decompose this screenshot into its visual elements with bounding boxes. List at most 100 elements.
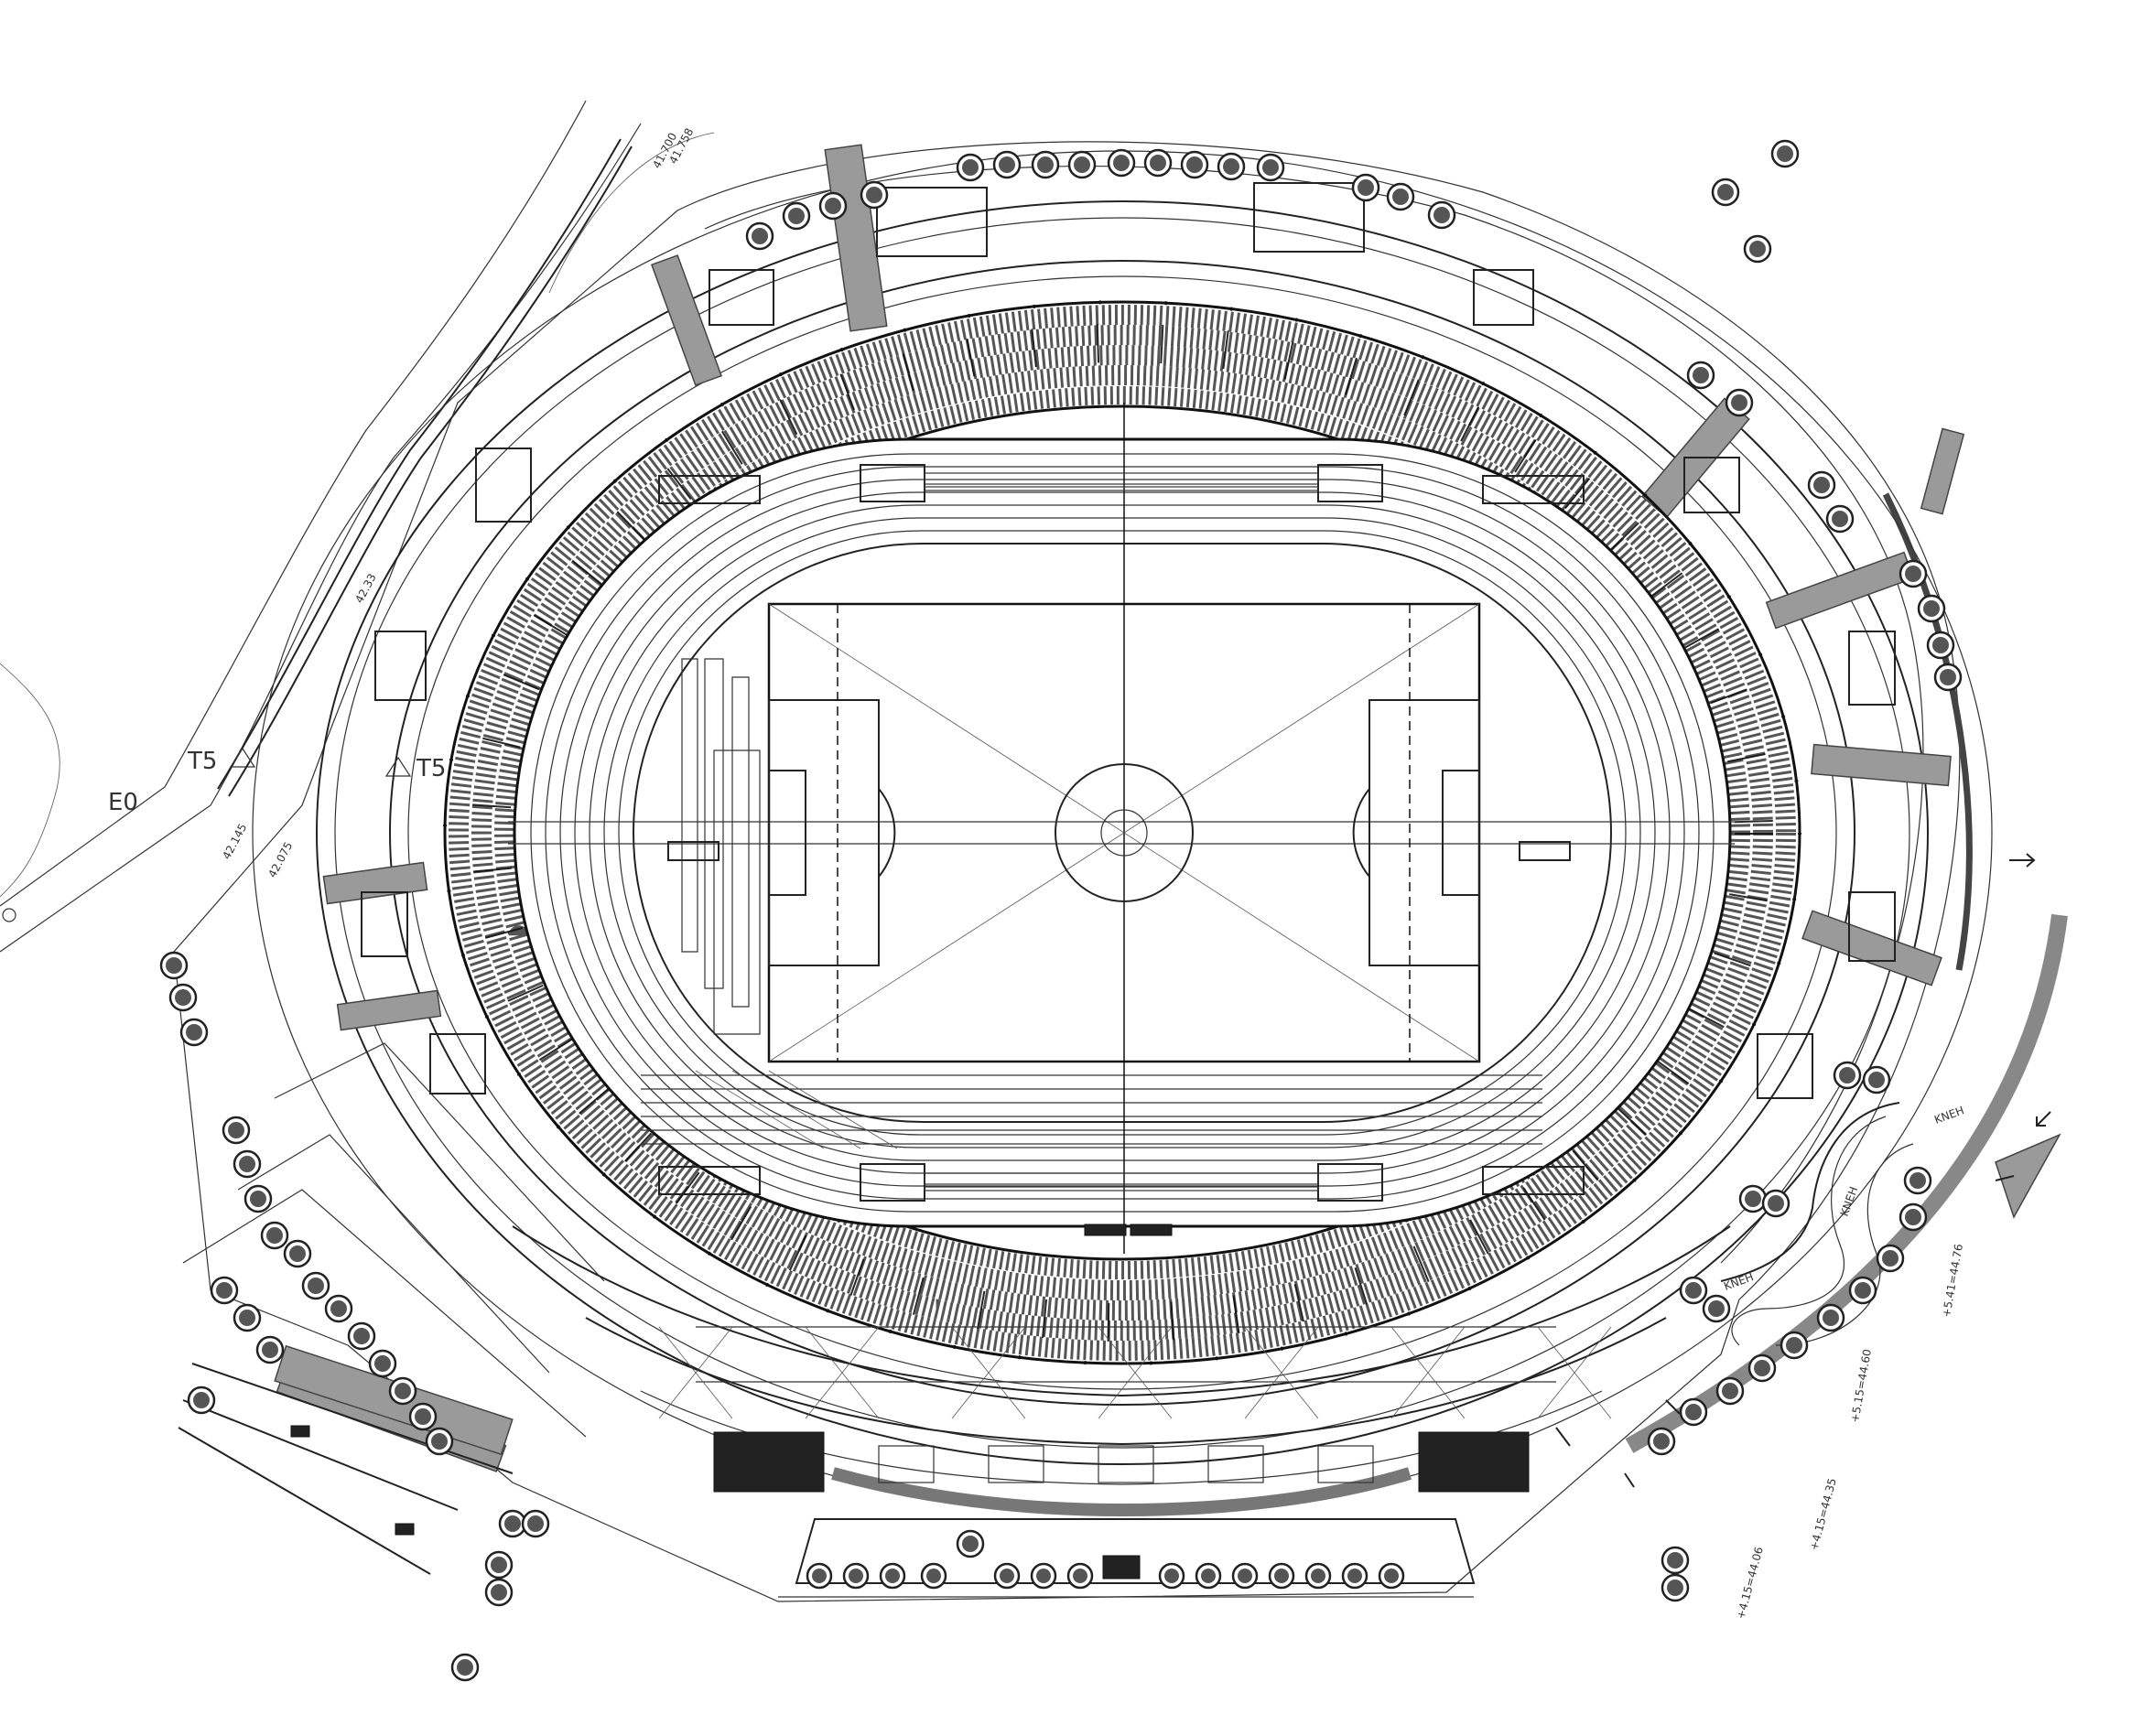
survey-marker-label-2: T5	[416, 755, 446, 782]
tree	[1231, 1562, 1259, 1590]
bench-structures	[658, 464, 1585, 1236]
tree	[1899, 559, 1928, 588]
tree	[1715, 1376, 1745, 1406]
tree	[1711, 178, 1740, 207]
left-road-lines	[0, 100, 715, 953]
tree	[1341, 1562, 1368, 1590]
tree	[159, 951, 189, 980]
road-label: E0	[108, 789, 138, 816]
direction-arrows	[1555, 853, 2051, 1488]
tree	[1647, 1427, 1676, 1456]
tree	[1862, 1065, 1891, 1094]
tree	[1926, 631, 1955, 660]
tree	[1899, 1202, 1928, 1232]
tree	[1427, 200, 1456, 230]
tree	[1378, 1562, 1405, 1590]
tree	[1195, 1562, 1222, 1590]
tree	[879, 1562, 906, 1590]
tree	[368, 1349, 397, 1378]
tree	[450, 1653, 480, 1682]
tree	[1067, 150, 1097, 179]
tree	[521, 1509, 550, 1538]
benchmark-circle	[2, 908, 16, 922]
tree	[745, 221, 774, 251]
arrow-icon	[2036, 1111, 2051, 1127]
tree	[484, 1578, 514, 1607]
tree	[408, 1402, 438, 1431]
arrow-icon	[1555, 1427, 1571, 1447]
tree	[498, 1509, 527, 1538]
survey-marker-triangle-2	[384, 756, 412, 777]
elevation-label: 42.33	[352, 571, 378, 605]
south-grandstand	[512, 1225, 1731, 1598]
tree	[1761, 1189, 1790, 1218]
tree	[818, 191, 848, 221]
tree	[1903, 1166, 1932, 1195]
tree	[1743, 234, 1772, 264]
tree	[484, 1550, 514, 1580]
elevation-label: +5.41=44.76	[1940, 1243, 1965, 1318]
tree	[179, 1018, 209, 1047]
tree	[1661, 1573, 1690, 1602]
tree	[1702, 1294, 1731, 1323]
arrow-icon	[1665, 1399, 1681, 1415]
tree	[1268, 1562, 1295, 1590]
tree	[806, 1562, 833, 1590]
survey-marker-triangle-1	[229, 747, 256, 768]
tree	[260, 1221, 289, 1250]
tree	[1738, 1184, 1768, 1213]
tree	[1661, 1546, 1690, 1575]
tree	[1933, 663, 1963, 692]
tree	[956, 1529, 985, 1558]
tree	[283, 1239, 312, 1268]
tree	[1825, 504, 1855, 534]
tree	[243, 1184, 273, 1213]
tree	[1143, 148, 1173, 178]
tree	[1848, 1276, 1877, 1305]
tree	[1780, 1331, 1809, 1360]
trees	[159, 139, 1963, 1682]
tree	[1066, 1562, 1094, 1590]
tree	[993, 1562, 1021, 1590]
tree	[1180, 150, 1209, 179]
tree	[1679, 1397, 1708, 1427]
tree	[1030, 1562, 1057, 1590]
tree	[1807, 470, 1836, 500]
tree	[1747, 1353, 1777, 1383]
tree	[425, 1427, 454, 1456]
kneh-label: KNEH	[1838, 1185, 1861, 1218]
tree	[1031, 150, 1060, 179]
tree	[301, 1271, 330, 1300]
tree	[388, 1376, 417, 1406]
tree	[1876, 1244, 1905, 1273]
tree	[860, 180, 889, 210]
kneh-label: KNEH	[1722, 1270, 1755, 1293]
tree	[187, 1386, 216, 1415]
tree	[782, 201, 811, 231]
elevation-label: +4.15=44.06	[1734, 1546, 1766, 1621]
football-pitch	[508, 403, 1735, 1254]
tree	[1386, 182, 1415, 211]
stair-cores	[361, 182, 1896, 1099]
tree	[255, 1335, 285, 1364]
tree	[1351, 173, 1380, 202]
tree	[1107, 148, 1136, 178]
tree	[210, 1276, 239, 1305]
tree	[1725, 388, 1754, 417]
tree	[233, 1149, 262, 1179]
elevation-label: 42.145	[220, 822, 249, 862]
elevation-label: 42.075	[265, 840, 295, 880]
tree	[233, 1303, 262, 1332]
tree	[920, 1562, 947, 1590]
arrow-icon	[1624, 1472, 1635, 1488]
tree	[1917, 594, 1946, 623]
tree	[842, 1562, 870, 1590]
kneh-label: KNEH	[1932, 1104, 1965, 1127]
tree	[1679, 1276, 1708, 1305]
elevation-label: +4.15=44.35	[1807, 1477, 1839, 1552]
tree	[1158, 1562, 1185, 1590]
elevation-label: +5.15=44.60	[1848, 1348, 1874, 1423]
tree	[222, 1116, 251, 1145]
survey-marker-label-1: T5	[187, 748, 217, 775]
